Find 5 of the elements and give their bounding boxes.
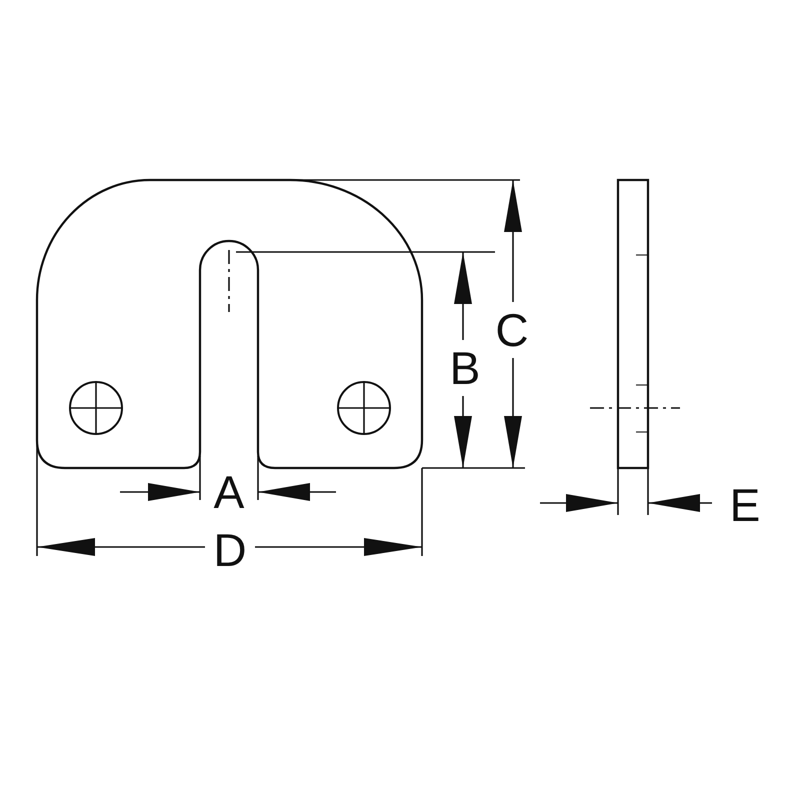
dimension-label: E [728,482,762,528]
dimension-label: A [212,469,246,515]
dimension-label: D [212,527,248,573]
dimension-label: B [448,345,482,391]
dimension-label: C [494,307,530,353]
